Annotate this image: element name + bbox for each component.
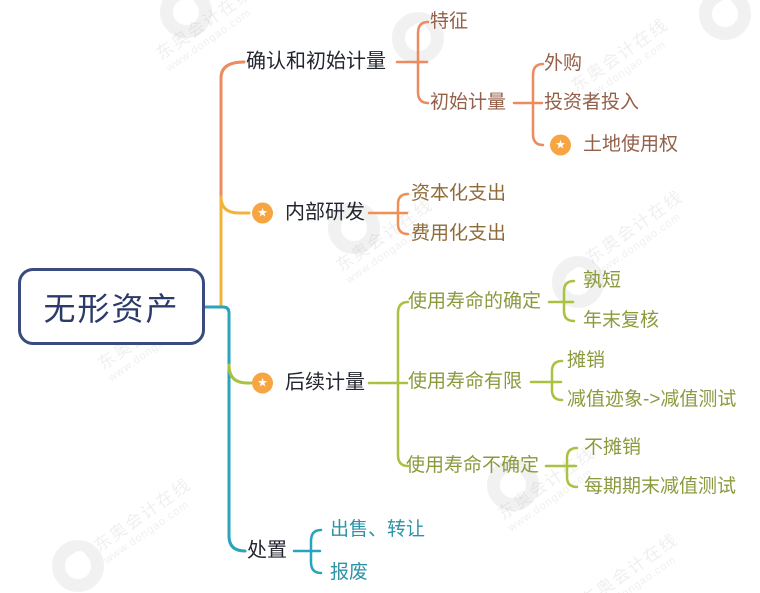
curve-branch2 bbox=[219, 195, 251, 215]
node-impairment-indicator-test[interactable]: 减值迹象->减值测试 bbox=[567, 389, 737, 411]
node-characteristics[interactable]: 特征 bbox=[430, 11, 469, 33]
bracket-b1-children bbox=[416, 20, 430, 105]
node-sale-transfer[interactable]: 出售、转让 bbox=[330, 519, 426, 541]
node-finite-useful-life[interactable]: 使用寿命有限 bbox=[408, 371, 523, 393]
watermark-logo-icon bbox=[160, 0, 212, 38]
trunk-branch4 bbox=[203, 305, 247, 553]
bracket-initial-children bbox=[531, 62, 545, 147]
node-expensed-expenditure[interactable]: 费用化支出 bbox=[411, 223, 507, 245]
node-indefinite-useful-life[interactable]: 使用寿命不确定 bbox=[406, 455, 540, 477]
node-scrap[interactable]: 报废 bbox=[330, 562, 369, 584]
node-periodic-impairment-test[interactable]: 每期期末减值测试 bbox=[584, 476, 737, 498]
node-no-amortization[interactable]: 不摊销 bbox=[584, 437, 642, 459]
node-land-use-right[interactable]: 土地使用权 bbox=[583, 134, 679, 156]
star-icon: ★ bbox=[252, 202, 273, 224]
node-shorter-of[interactable]: 孰短 bbox=[583, 270, 622, 292]
star-icon: ★ bbox=[252, 372, 273, 394]
node-internal-rnd[interactable]: 内部研发 bbox=[285, 201, 365, 224]
root-node-label: 无形资产 bbox=[43, 290, 180, 327]
node-purchased[interactable]: 外购 bbox=[544, 53, 583, 75]
bracket-life-determine bbox=[562, 279, 576, 323]
bracket-life-finite bbox=[550, 359, 564, 402]
node-recognition-initial-measurement[interactable]: 确认和初始计量 bbox=[246, 50, 386, 73]
node-initial-measurement[interactable]: 初始计量 bbox=[430, 92, 507, 114]
node-subsequent-measurement[interactable]: 后续计量 bbox=[285, 371, 365, 394]
star-icon: ★ bbox=[550, 134, 571, 156]
node-useful-life-determination[interactable]: 使用寿命的确定 bbox=[408, 291, 542, 313]
node-capitalized-expenditure[interactable]: 资本化支出 bbox=[411, 183, 507, 205]
watermark-logo-icon bbox=[52, 540, 104, 592]
node-year-end-review[interactable]: 年末复核 bbox=[583, 310, 660, 332]
node-disposal[interactable]: 处置 bbox=[247, 539, 287, 562]
bracket-b3-children bbox=[396, 300, 410, 468]
bracket-b2-children bbox=[396, 192, 410, 236]
root-node[interactable]: 无形资产 bbox=[18, 268, 205, 345]
bracket-life-indefinite bbox=[565, 446, 579, 489]
bracket-b4-children bbox=[309, 528, 323, 575]
curve-branch3 bbox=[227, 363, 253, 385]
trunk-branch1 bbox=[219, 60, 246, 202]
node-investor-contribution[interactable]: 投资者投入 bbox=[544, 92, 640, 114]
watermark-logo-icon bbox=[699, 0, 751, 40]
node-amortization[interactable]: 摊销 bbox=[567, 350, 606, 372]
